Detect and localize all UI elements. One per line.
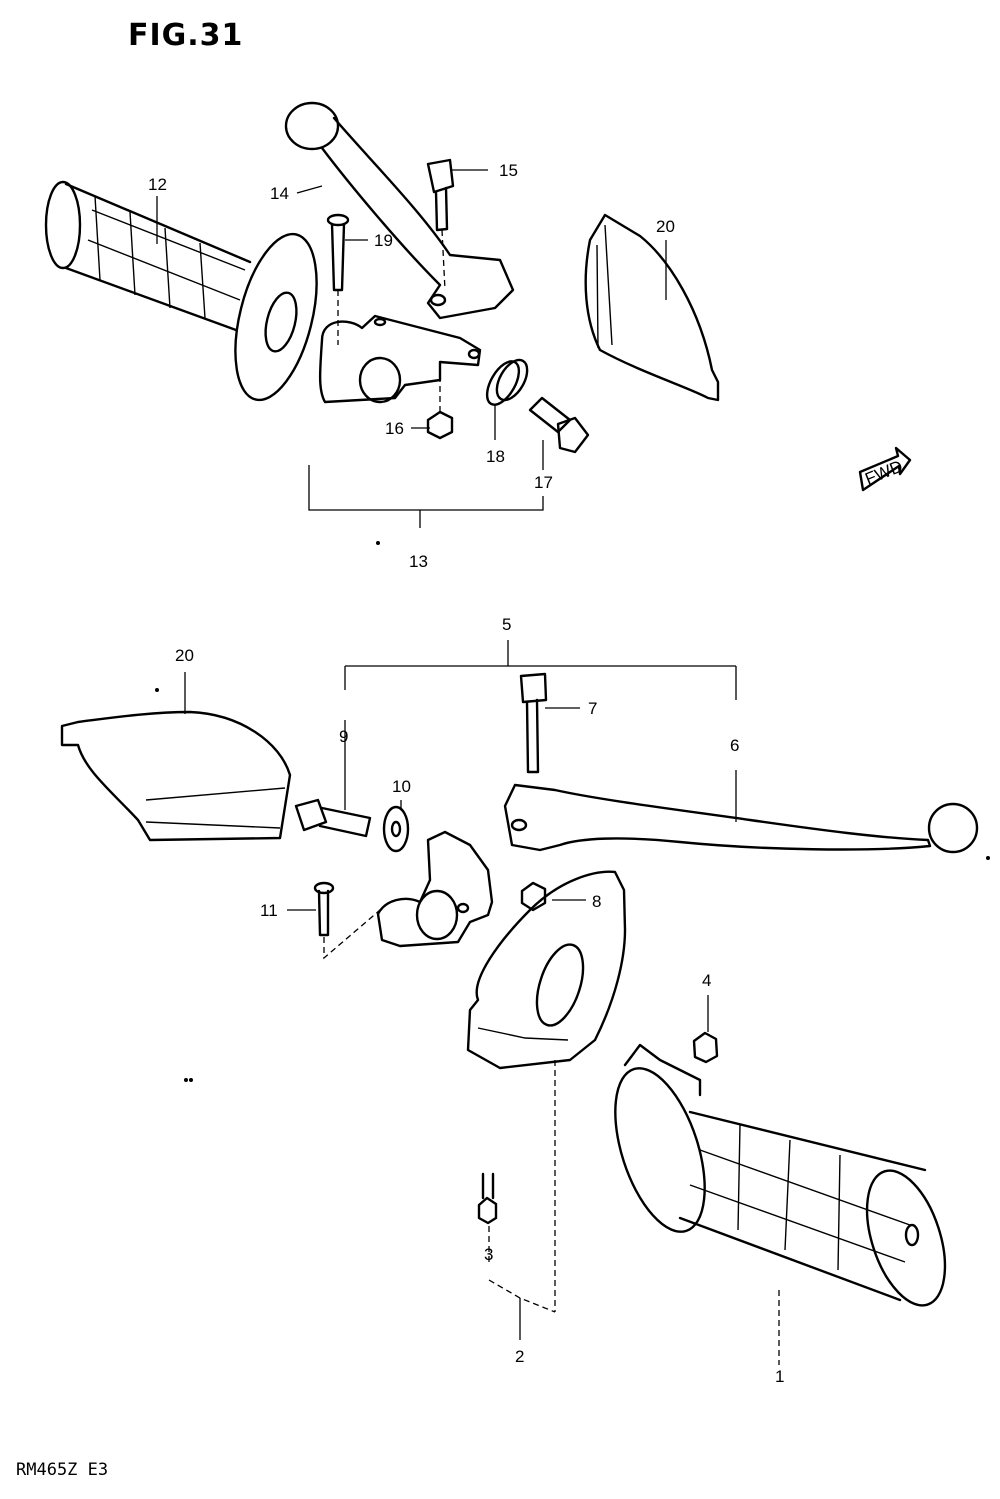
part-20-lever-cover-lower [60, 710, 292, 842]
callout-17: 17 [534, 473, 553, 492]
model-code-label: RM465Z E3 [16, 1460, 109, 1480]
callout-3: 3 [484, 1245, 493, 1264]
part-14-clutch-lever [284, 101, 515, 320]
brake-lever-bracket [376, 830, 494, 948]
callout-16: 16 [385, 419, 404, 438]
callout-12: 12 [148, 175, 167, 194]
part-17-adjuster-bolt [528, 396, 590, 454]
callout-20-upper: 20 [656, 217, 675, 236]
callout-19: 19 [374, 231, 393, 250]
part-10-locknut [382, 805, 410, 853]
callout-9: 9 [339, 727, 348, 746]
part-6-brake-lever [503, 783, 979, 854]
part-2-throttle-housing [466, 870, 627, 1070]
callout-13: 13 [409, 552, 428, 571]
callout-6: 6 [730, 736, 739, 755]
part-16-nut [426, 368, 454, 440]
part-4-cable-end [692, 1031, 719, 1064]
forward-direction-marker: FWD [858, 446, 912, 492]
part-18-locknut [485, 358, 529, 406]
part-13-lever-bracket [318, 314, 482, 404]
callout-11: 11 [260, 901, 278, 920]
callout-labels: 12 14 15 19 20 16 18 17 13 20 5 7 6 9 10… [148, 161, 784, 1386]
callout-4: 4 [702, 971, 711, 990]
part-19-clamp-screw [326, 213, 350, 345]
part-8-nut [520, 881, 547, 912]
callout-10: 10 [392, 777, 411, 796]
callout-1: 1 [775, 1367, 784, 1386]
part-15-pivot-bolt [426, 158, 455, 291]
part-11-clamp-screw [313, 881, 381, 960]
callout-8: 8 [592, 892, 601, 911]
part-3-housing-screw [477, 1172, 498, 1225]
scan-specks [155, 541, 990, 1082]
callout-14: 14 [270, 184, 289, 203]
figure-title: FIG.31 [128, 18, 244, 53]
callout-5: 5 [502, 615, 511, 634]
callout-20-lower: 20 [175, 646, 194, 665]
part-20-lever-cover-upper [584, 213, 720, 402]
part-12-left-grip [44, 180, 318, 402]
leader-lines [156, 169, 780, 1365]
callout-2: 2 [515, 1347, 524, 1366]
part-7-pivot-bolt [519, 672, 548, 774]
callout-7: 7 [588, 699, 597, 718]
callout-15: 15 [499, 161, 518, 180]
part-1-throttle-grip [614, 1043, 947, 1307]
part-9-adjuster-bolt [294, 798, 372, 838]
callout-18: 18 [486, 447, 505, 466]
fwd-label: FWD [862, 457, 905, 489]
